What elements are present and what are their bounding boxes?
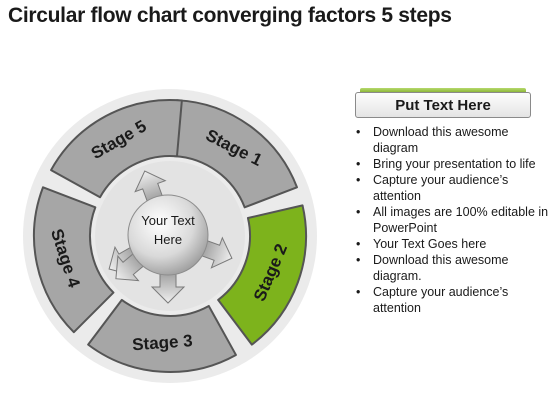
bullet-item: Capture your audience’s attention: [352, 172, 552, 204]
bullet-list: Download this awesome diagram Bring your…: [352, 124, 552, 316]
bullet-item: Your Text Goes here: [352, 236, 552, 252]
page-title: Circular flow chart converging factors 5…: [8, 4, 452, 27]
stage-4-segment: [33, 186, 115, 334]
bullet-item: Download this awesome diagram: [352, 124, 552, 156]
bullet-item: Capture your audience’s attention: [352, 284, 552, 316]
center-text-line2: Here: [154, 232, 182, 247]
center-text-line1: Your Text: [141, 213, 195, 228]
stage-3-segment: [87, 298, 237, 373]
stage-2-segment: [217, 204, 307, 346]
hub-circle: [127, 194, 209, 276]
panel-header: Put Text Here: [355, 92, 531, 118]
bullet-item: All images are 100% editable in PowerPoi…: [352, 204, 552, 236]
stage-5-segment: [50, 99, 183, 199]
bullet-item: Download this awesome diagram.: [352, 252, 552, 284]
panel-header-accent: [360, 88, 526, 94]
stage-1-segment: [173, 99, 298, 209]
stage-3-label: Stage 3: [132, 331, 194, 354]
bullet-item: Bring your presentation to life: [352, 156, 552, 172]
